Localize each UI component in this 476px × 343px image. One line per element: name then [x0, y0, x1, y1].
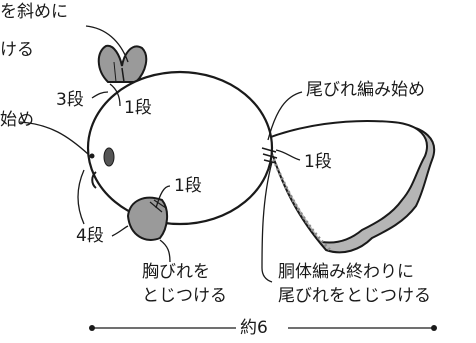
eye	[103, 147, 115, 167]
pectoral-fin	[126, 196, 168, 241]
width-dimension	[89, 325, 437, 331]
tail-seam-dotted	[268, 149, 332, 252]
tail-fin	[266, 119, 436, 254]
label-step-1-top: 1段	[124, 98, 152, 118]
label-tail-start: 尾びれ編み始め	[306, 80, 425, 100]
body-end-note-line1: 胴体編み終わりに	[278, 262, 414, 282]
dorsal-fin-note-line2: ける	[0, 40, 34, 60]
tail-joint-ticks	[261, 147, 278, 164]
label-step-3: 3段	[56, 90, 84, 110]
dorsal-fin	[97, 44, 148, 83]
label-step-1-right: 1段	[304, 152, 332, 172]
width-label: 約6	[240, 318, 268, 338]
mouth	[91, 171, 97, 189]
tail-fin-light	[268, 120, 427, 243]
tail-fin-outline	[267, 119, 428, 244]
label-step-4: 4段	[76, 226, 104, 246]
pectoral-fin-note-line2: とじつける	[142, 286, 227, 306]
dorsal-fin-note-line1: を斜めに	[0, 2, 68, 22]
label-step-1-bottom: 1段	[174, 176, 202, 196]
stitch-point-left	[89, 153, 95, 159]
pectoral-fin-note-line1: 胸びれを	[142, 262, 210, 282]
fish-body	[86, 70, 274, 226]
body-end-note-line2: 尾びれをとじつける	[278, 286, 431, 306]
leader-lines	[19, 25, 303, 283]
label-start-left: 始め	[0, 110, 34, 130]
